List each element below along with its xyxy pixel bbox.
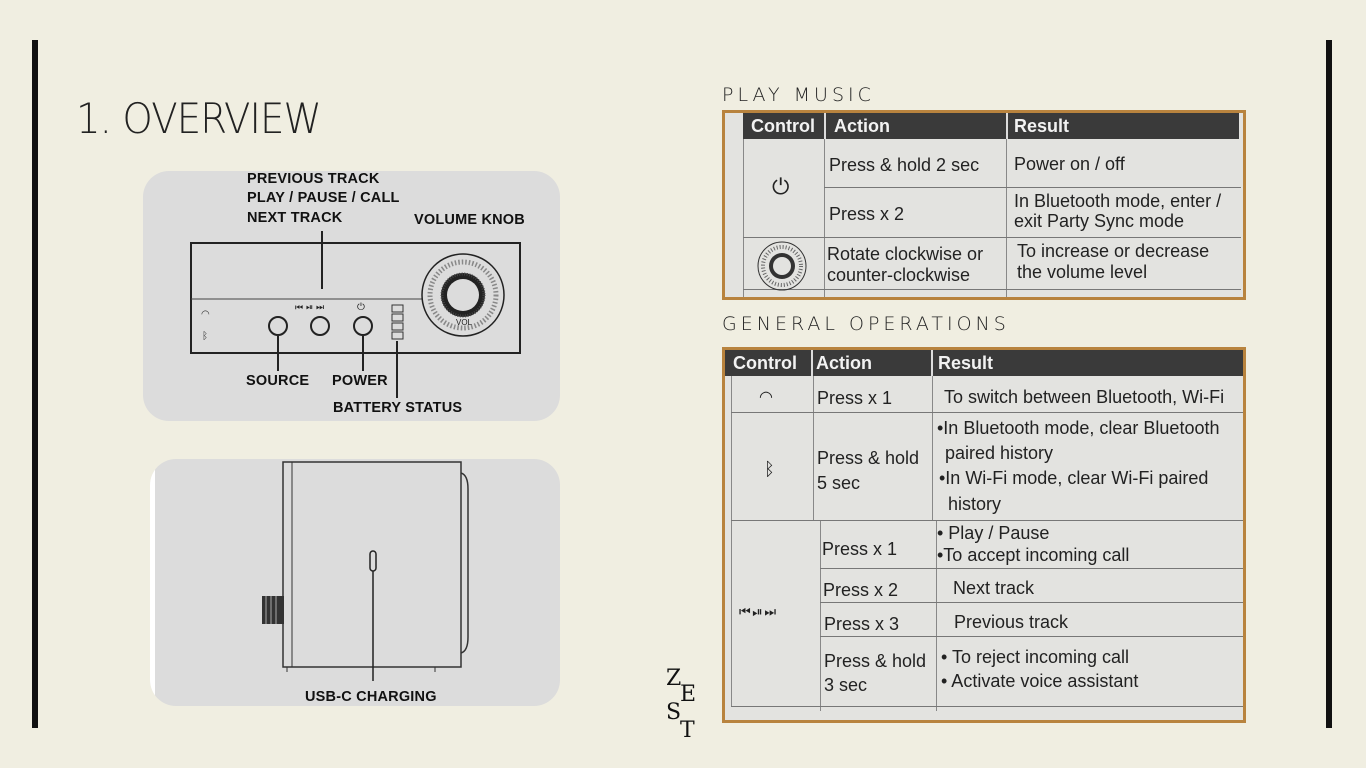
play-row-3-result-line-2: the volume level bbox=[1017, 262, 1148, 282]
gen-row-2-action-line-2: 5 sec bbox=[817, 473, 861, 493]
gen-row-6-action-line-1: Press & hold bbox=[824, 651, 927, 671]
play-row-1-action: Press & hold 2 sec bbox=[829, 155, 980, 175]
column-header-control: Control bbox=[733, 353, 797, 373]
gen-row-3-result-line-2: •To accept incoming call bbox=[937, 545, 1130, 565]
gen-row-2-result-line-1: •In Bluetooth mode, clear Bluetooth bbox=[937, 418, 1220, 438]
label-battery-status: BATTERY STATUS bbox=[333, 400, 463, 416]
column-header-result: Result bbox=[1014, 116, 1070, 136]
power-icon: ⏻ bbox=[772, 174, 790, 199]
source-button-shape bbox=[268, 316, 288, 336]
page-title: 1. OVERVIEW bbox=[76, 94, 322, 143]
table-header bbox=[743, 113, 1239, 139]
gen-row-1-result: To switch between Bluetooth, Wi-Fi bbox=[944, 387, 1225, 407]
label-usb-c-charging: USB-C CHARGING bbox=[305, 689, 437, 705]
gen-row-2-result-line-3: •In Wi-Fi mode, clear Wi-Fi paired bbox=[939, 468, 1209, 488]
gen-row-6-result-line-1: • To reject incoming call bbox=[941, 647, 1130, 667]
gen-row-6-action-line-2: 3 sec bbox=[824, 675, 868, 695]
general-operations-heading: GENERAL OPERATIONS bbox=[722, 313, 1010, 335]
play-music-heading: PLAY MUSIC bbox=[722, 84, 875, 106]
power-button-shape bbox=[353, 316, 373, 336]
gen-row-6-result-line-2: • Activate voice assistant bbox=[941, 671, 1139, 691]
play-pause-button-shape bbox=[310, 316, 330, 336]
label-volume-knob: VOLUME KNOB bbox=[414, 212, 525, 228]
gen-row-5-action: Press x 3 bbox=[824, 614, 900, 634]
gen-row-3-result-line-1: • Play / Pause bbox=[937, 523, 1050, 543]
usb-c-port-shape bbox=[369, 550, 377, 572]
label-source: SOURCE bbox=[246, 373, 310, 389]
play-row-2-result-line-2: exit Party Sync mode bbox=[1014, 211, 1185, 231]
play-row-2-action: Press x 2 bbox=[829, 204, 905, 224]
svg-text:ᛒ: ᛒ bbox=[202, 331, 208, 342]
label-power: POWER bbox=[332, 373, 388, 389]
speaker-side-drawing bbox=[150, 459, 469, 706]
gen-row-1-action: Press x 1 bbox=[817, 388, 893, 408]
play-row-1-result: Power on / off bbox=[1014, 154, 1125, 174]
volume-knob-icon bbox=[757, 241, 807, 291]
front-panel-diagram: PREVIOUS TRACK PLAY / PAUSE / CALL NEXT … bbox=[143, 171, 560, 421]
gen-row-4-result: Next track bbox=[953, 578, 1035, 598]
general-operations-table: Control Action Result ◠ Press x 1 To swi… bbox=[722, 347, 1246, 723]
label-next-track: NEXT TRACK bbox=[247, 210, 343, 226]
right-border-bar bbox=[1326, 40, 1332, 728]
play-music-table: Control Action Result ⏻ Press & hold 2 s… bbox=[722, 110, 1246, 300]
play-row-3-result-line-1: To increase or decrease bbox=[1017, 241, 1210, 261]
label-play-pause-call: PLAY / PAUSE / CALL bbox=[247, 190, 400, 206]
gen-row-2-result-line-2: paired history bbox=[945, 443, 1054, 463]
gen-row-5-result: Previous track bbox=[954, 612, 1069, 632]
column-header-control: Control bbox=[751, 116, 815, 136]
gen-row-2-result-line-4: history bbox=[948, 494, 1002, 514]
svg-text:⏮ ⏯ ⏭: ⏮ ⏯ ⏭ bbox=[295, 303, 324, 313]
svg-text:◠: ◠ bbox=[201, 309, 210, 320]
svg-text:⏻: ⏻ bbox=[357, 302, 365, 313]
play-row-3-action-line-1: Rotate clockwise or bbox=[827, 244, 984, 264]
wifi-icon: ◠ bbox=[759, 389, 773, 406]
label-previous-track: PREVIOUS TRACK bbox=[247, 171, 380, 187]
side-panel-diagram: USB-C CHARGING bbox=[150, 459, 560, 706]
play-row-3-action-line-2: counter-clockwise bbox=[827, 265, 971, 285]
play-row-2-result-line-1: In Bluetooth mode, enter / bbox=[1014, 191, 1222, 211]
column-header-result: Result bbox=[938, 353, 994, 373]
gen-row-2-action-line-1: Press & hold bbox=[817, 448, 920, 468]
column-header-action: Action bbox=[834, 116, 890, 136]
gen-row-4-action: Press x 2 bbox=[823, 580, 899, 600]
playback-icons: ⏮ ⏯ ⏭ bbox=[739, 604, 776, 619]
bluetooth-icon: ᛒ bbox=[764, 459, 775, 479]
gen-row-3-action: Press x 1 bbox=[822, 539, 898, 559]
column-header-action: Action bbox=[816, 353, 872, 373]
zest-logo: Z E S T bbox=[666, 666, 697, 743]
left-border-bar bbox=[32, 40, 38, 728]
vol-label: VOL bbox=[456, 318, 473, 327]
speaker-front-drawing: ⏮ ⏯ ⏭ ⏻ ◠ ᛒ bbox=[190, 231, 521, 398]
